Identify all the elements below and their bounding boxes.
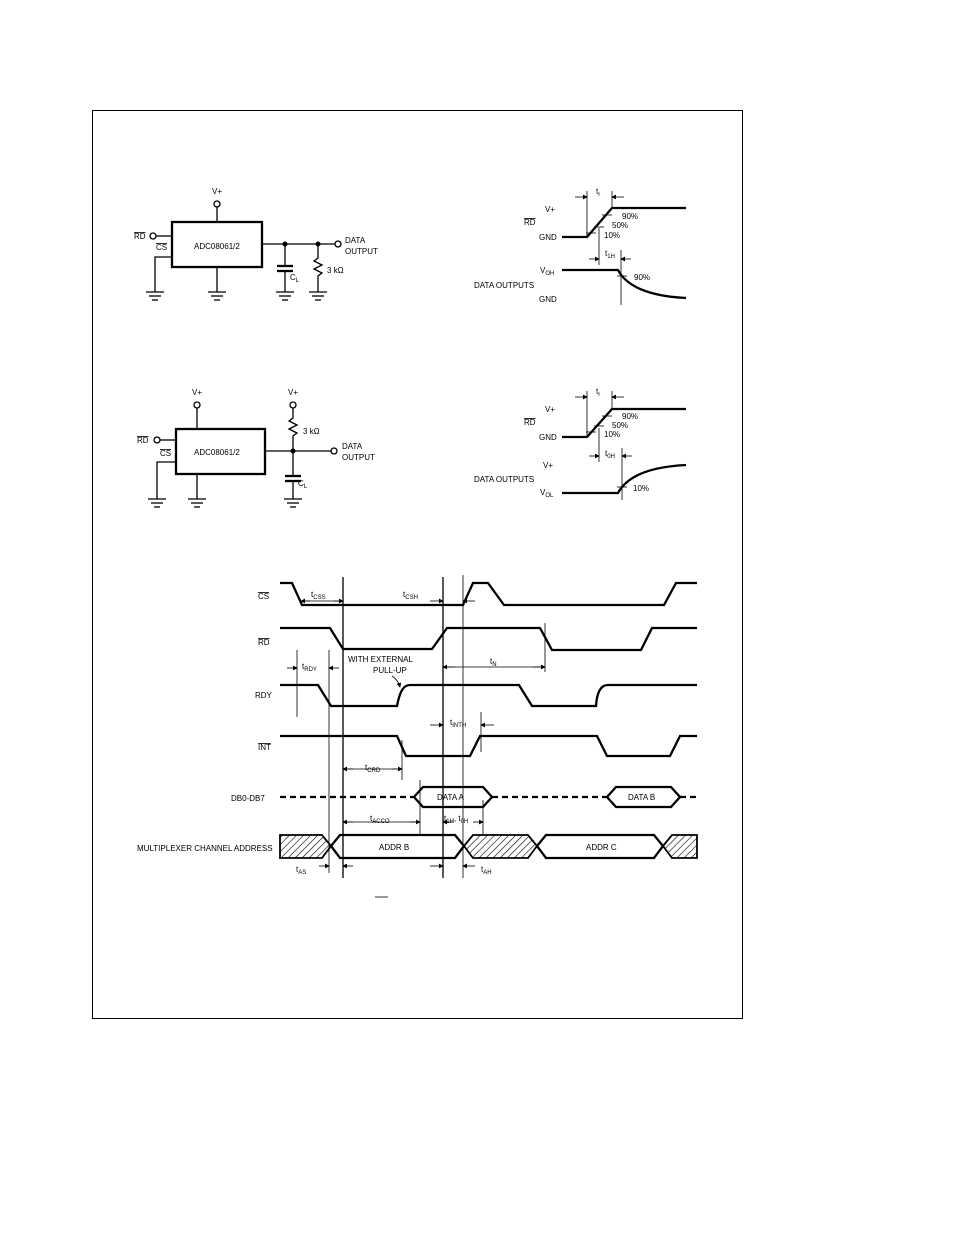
t1h0h-label: t1H, t0H [444,814,468,825]
resistor-icon [287,408,299,451]
resistor-icon [312,244,324,292]
ground-icon [276,291,294,301]
waveform-1: tr V+ RD GND 90% 50% 10% t1H VOH 90% DAT… [474,187,687,305]
signal-db-label: DB0-DB7 [231,794,265,803]
data-b-label: DATA B [628,793,655,802]
rd-terminal [153,436,161,444]
output-label-1: DATA [345,236,366,245]
test-circuit-1: ADC08061/2 V+ RD CS DATA OUTPUT CL 3 kΩ [134,187,378,301]
addr-dontcare [279,834,333,859]
figure-frame [92,110,743,1019]
p50-label: 50% [612,221,628,230]
output-label-2: OUTPUT [345,247,378,256]
tr-label: tr [596,187,600,198]
rd-label: RD [524,418,536,427]
vplus2-label: V+ [543,461,553,470]
vplus-label: V+ [192,388,202,397]
data-outputs-label: DATA OUTPUTS [474,475,534,484]
addr-b-label: ADDR B [379,843,409,852]
tinth-label: tINTH [450,718,466,729]
trdy-label: tRDY [302,662,317,673]
tcrd-label: tCRD [365,763,381,774]
cs-label: CS [160,449,171,458]
signal-rdy-label: RDY [255,691,273,700]
ground-icon [309,291,327,301]
res-label: 3 kΩ [327,266,344,275]
tr-label: tr [596,387,600,398]
cap-label: CL [290,273,300,284]
vplus-r-terminal [289,401,297,409]
data-a-label: DATA A [437,793,464,802]
tn-label: tN [490,657,497,668]
vplus-label: V+ [545,205,555,214]
vplus-label: V+ [545,405,555,414]
out10-label: 10% [633,484,649,493]
ground-icon [148,498,166,508]
chip-label: ADC08061/2 [194,448,240,457]
output-label-2: OUTPUT [342,453,375,462]
tacco-label: tACCO [370,814,390,825]
rd-terminal [149,232,157,240]
p10-label: 10% [604,430,620,439]
data-output-terminal [330,447,338,455]
ground-icon [284,498,302,508]
cs-label: CS [156,243,167,252]
rd-label: RD [134,232,146,241]
signal-rd-label: RD [258,638,270,647]
waveform-2: tr V+ RD GND 90% 50% 10% t0H V+ 10% DATA… [474,387,687,500]
p90-label: 90% [622,212,638,221]
vplus-r-label: V+ [288,388,298,397]
rd-label: RD [137,436,149,445]
tcsh-label: tCSH [403,590,418,601]
t1h-label: t1H [605,249,615,260]
voh-label: VOH [540,266,554,277]
cap-label: CL [298,479,308,490]
gnd-label: GND [539,433,557,442]
data-output-waveform [562,463,687,495]
ground-icon [208,291,226,301]
rd-label: RD [524,218,536,227]
p10-label: 10% [604,231,620,240]
vplus-terminal [193,401,201,409]
ground-icon [188,498,206,508]
vplus-terminal [213,200,221,208]
rd-waveform [562,206,686,239]
addr-dontcare [462,834,539,859]
signal-cs-label: CS [258,592,269,601]
rd-waveform [562,407,686,439]
gnd-label: GND [539,233,557,242]
addr-c-label: ADDR C [586,843,617,852]
tah-label: tAH [481,865,492,876]
p90-label: 90% [622,412,638,421]
out90-label: 90% [634,273,650,282]
rd-waveform [280,626,697,652]
p50-label: 50% [612,421,628,430]
test-circuit-2: ADC08061/2 V+ RD CS DATA OUTPUT V+ 3 kΩ … [137,388,375,508]
data-output-waveform [562,268,687,300]
chip-label: ADC08061/2 [194,242,240,251]
tas-label: tAS [296,865,306,876]
t0h-label: t0H [605,449,615,460]
gnd-label-2: GND [539,295,557,304]
pullup-label-1: WITH EXTERNAL [348,655,413,664]
vol-label: VOL [540,488,554,499]
data-output-terminal [334,240,342,248]
signal-int-label: INT [258,743,271,752]
res-label: 3 kΩ [303,427,320,436]
vplus-label: V+ [212,187,222,196]
ground-icon [146,291,164,301]
data-outputs-label: DATA OUTPUTS [474,281,534,290]
tcss-label: tCSS [311,590,326,601]
timing-diagram: CS RD RDY INT DB0-DB7 MULTIPLEXER CHANNE… [137,575,698,898]
addr-dontcare [661,834,698,859]
cs-waveform [280,581,697,607]
int-waveform [280,734,697,758]
rdy-waveform [280,683,697,708]
pullup-label-2: PULL-UP [373,666,407,675]
output-label-1: DATA [342,442,363,451]
signal-mux-label: MULTIPLEXER CHANNEL ADDRESS [137,844,273,853]
